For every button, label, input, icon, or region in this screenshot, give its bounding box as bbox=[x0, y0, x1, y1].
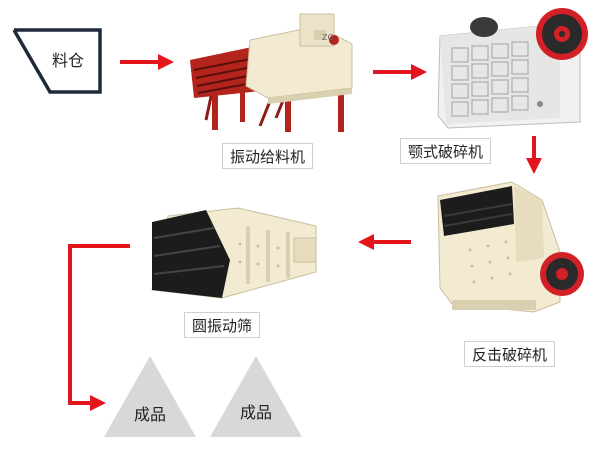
product-label-2: 成品 bbox=[239, 403, 272, 422]
product-pile-1 bbox=[104, 356, 196, 437]
svg-text:ZG: ZG bbox=[322, 33, 334, 42]
vibrating-screen-machine bbox=[151, 207, 317, 299]
arrow-feeder-to-jaw bbox=[373, 64, 427, 80]
machine-label-jaw-crusher: 颚式破碎机 bbox=[400, 138, 492, 164]
hopper-icon bbox=[12, 28, 102, 94]
impact-crusher-machine bbox=[437, 181, 584, 313]
arrow-impact-to-screen bbox=[358, 234, 411, 250]
arrow-hopper-to-feeder bbox=[120, 54, 174, 70]
arrow-jaw-to-impact bbox=[526, 136, 542, 174]
product-pile-2 bbox=[210, 356, 302, 437]
hopper-label: 料仓 bbox=[52, 51, 85, 70]
machine-label-feeder: 振动给料机 bbox=[222, 143, 314, 169]
jaw-crusher-machine bbox=[437, 8, 588, 129]
arrow-screen-to-products bbox=[68, 244, 130, 411]
machine-label-impact-crusher: 反击破碎机 bbox=[464, 341, 556, 367]
machine-label-screen: 圆振动筛 bbox=[184, 312, 261, 338]
product-label-1: 成品 bbox=[133, 405, 166, 424]
vibrating-feeder-machine: ZG bbox=[190, 13, 353, 132]
